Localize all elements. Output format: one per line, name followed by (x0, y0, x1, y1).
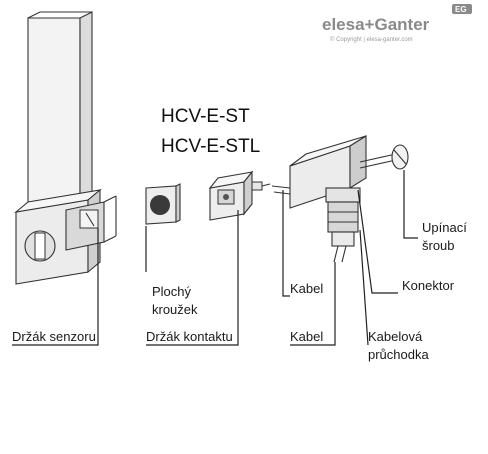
leader-contact-holder (146, 210, 239, 346)
flat-ring-drawing (145, 183, 181, 225)
brand-copyright: © Copyright | elesa-ganter.com (330, 36, 413, 43)
leader-clamp-screw (403, 170, 418, 239)
leader-cable-gland (359, 229, 369, 346)
label-cable-gland-2: průchodka (368, 347, 429, 362)
label-cable-gland-1: Kabelová (368, 329, 423, 344)
product-title-1: HCV-E-ST (161, 106, 250, 127)
label-cable-2: Kabel (290, 329, 323, 344)
leader-cable-1 (282, 190, 290, 297)
label-cable-1: Kabel (290, 281, 323, 296)
leader-sensor-holder (12, 228, 99, 346)
label-connector: Konektor (402, 278, 455, 293)
brand-badge (452, 4, 472, 14)
product-title-2: HCV-E-STL (161, 136, 260, 157)
sensor-holder-drawing (14, 11, 117, 285)
label-clamp-screw-2: šroub (422, 238, 455, 253)
label-flat-ring-2: kroužek (152, 302, 198, 317)
brand-logo: elesa+Ganter EG © Copyright | elesa-gant… (322, 4, 472, 43)
label-contact-holder: Držák kontaktu (146, 329, 233, 344)
brand-name: elesa+Ganter (322, 15, 430, 34)
leader-lines (12, 170, 418, 346)
contact-holder-drawing (208, 170, 271, 221)
label-flat-ring-1: Plochý (152, 284, 192, 299)
leader-connector (357, 189, 398, 294)
label-sensor-holder: Držák senzoru (12, 329, 96, 344)
connector-assembly-drawing (271, 135, 409, 263)
brand-badge-text: EG (455, 5, 467, 14)
leader-cable-2 (290, 262, 336, 346)
label-clamp-screw-1: Upínací (422, 220, 467, 235)
